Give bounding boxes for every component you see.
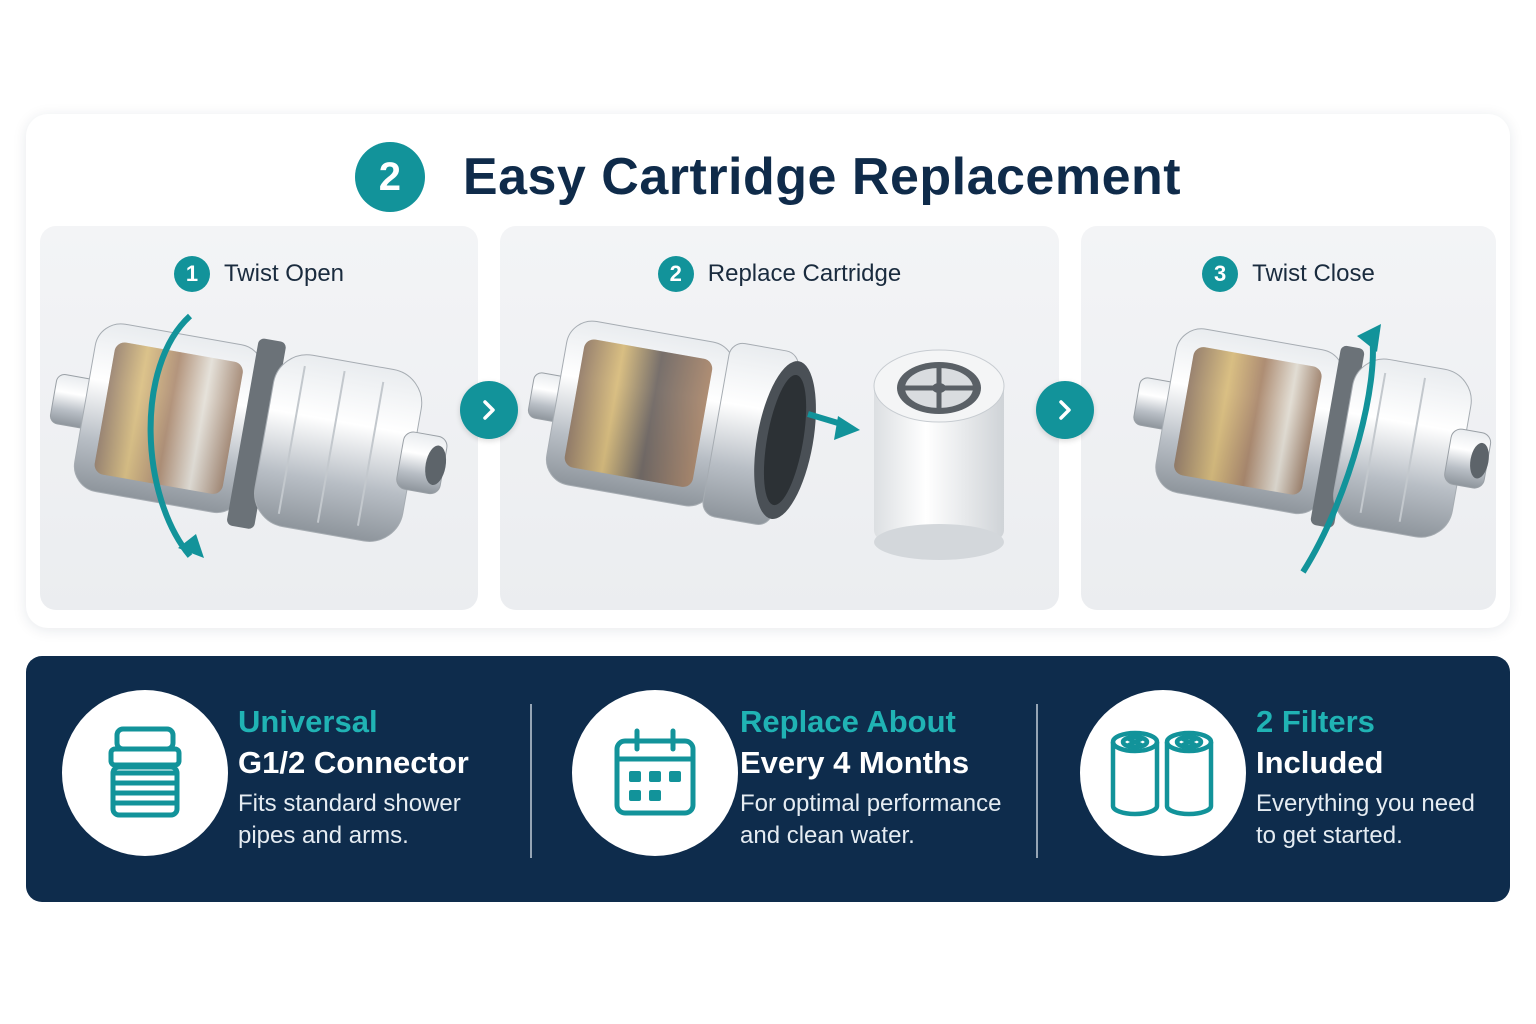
feature-accent: 2 Filters [1256,704,1375,739]
filter-housing-image [49,313,448,558]
section-number-badge: 2 [354,142,425,212]
step-panel-twist-close: 3 Twist Close [1081,226,1496,610]
assembled-filter-image [1133,324,1492,574]
connector-icon [108,726,182,818]
step-number: 3 [1202,256,1239,292]
step-label: Twist Open [223,260,345,287]
filters-icon [1110,730,1214,817]
feature-replacement-interval: Replace About Every 4 Months For optimal… [572,690,1032,860]
feature-filters-included: 2 Filters Included Everything you need t… [1080,690,1500,860]
feature-description-line: For optimal performance [740,790,1002,817]
feature-icon-circle [572,690,738,856]
page-title: Easy Cartridge Replacement [462,148,1182,206]
feature-text: 2 Filters Included Everything you need t… [1256,702,1536,852]
features-band [26,656,1510,902]
step-number: 2 [657,256,694,292]
feature-title: Every 4 Months [740,745,970,780]
calendar-icon [614,728,696,816]
step-number: 1 [173,256,210,292]
feature-description-line: pipes and arms. [238,822,409,849]
feature-accent: Universal [238,704,378,739]
feature-divider [530,704,532,858]
feature-description: Everything you need to get started. [1256,788,1536,852]
cartridge-replacement-image [527,320,1005,560]
feature-accent: Replace About [740,704,956,739]
feature-title: Included [1256,745,1384,780]
step-label: Replace Cartridge [707,260,902,287]
feature-description: Fits standard shower pipes and arms. [238,788,538,852]
next-step-arrow [460,381,518,439]
feature-description-line: Fits standard shower [238,790,461,817]
step-label: Twist Close [1252,260,1375,287]
step-header: 1 Twist Open [40,254,478,294]
step-header: 2 Replace Cartridge [500,254,1059,294]
feature-title: G1/2 Connector [238,745,469,780]
feature-description: For optimal performance and clean water. [740,788,1040,852]
step-header: 3 Twist Close [1081,254,1496,294]
next-step-arrow [1036,381,1094,439]
section-header: 2 Easy Cartridge Replacement [0,142,1536,212]
feature-description-line: and clean water. [740,822,915,849]
feature-description-line: Everything you need [1256,790,1475,817]
feature-icon-circle [1080,690,1246,856]
step-panel-replace-cartridge: 2 Replace Cartridge [500,226,1059,610]
chevron-right-icon [483,400,495,420]
chevron-right-icon [1059,400,1071,420]
step-panel-twist-open: 1 Twist Open [40,226,478,610]
feature-connector: Universal G1/2 Connector Fits standard s… [62,690,522,860]
feature-text: Replace About Every 4 Months For optimal… [740,702,1040,852]
feature-icon-circle [62,690,228,856]
feature-divider [1036,704,1038,858]
feature-description-line: to get started. [1256,822,1403,849]
feature-text: Universal G1/2 Connector Fits standard s… [238,702,538,852]
